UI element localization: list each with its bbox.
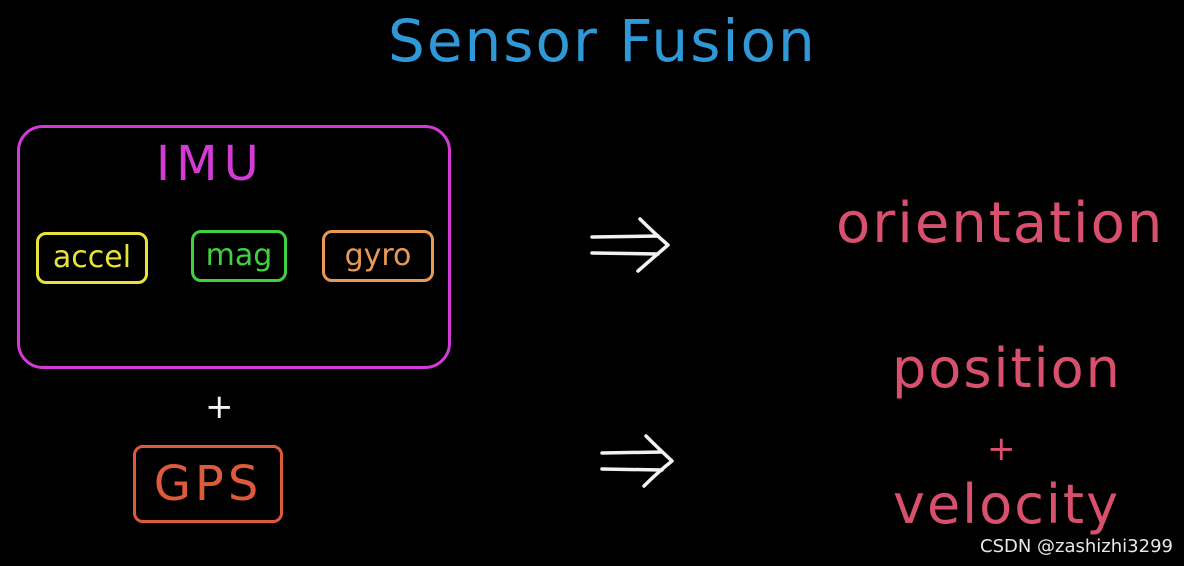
imu-label: IMU	[156, 136, 265, 192]
watermark-text: CSDN @zashizhi3299	[980, 536, 1173, 557]
output-orientation: orientation	[836, 191, 1165, 256]
imu-box	[17, 125, 451, 369]
output-velocity: velocity	[893, 473, 1121, 536]
plus-sign: +	[205, 387, 234, 427]
diagram-title: Sensor Fusion	[388, 7, 817, 75]
gyro-sensor-box: gyro	[322, 230, 434, 282]
accel-sensor-box: accel	[36, 232, 148, 284]
gps-box: GPS	[133, 445, 283, 523]
double-arrow-right-icon	[600, 434, 674, 488]
output-plus-sign: +	[987, 429, 1016, 469]
mag-sensor-box: mag	[191, 230, 287, 282]
double-arrow-right-icon	[590, 217, 670, 273]
output-position: position	[892, 337, 1122, 400]
